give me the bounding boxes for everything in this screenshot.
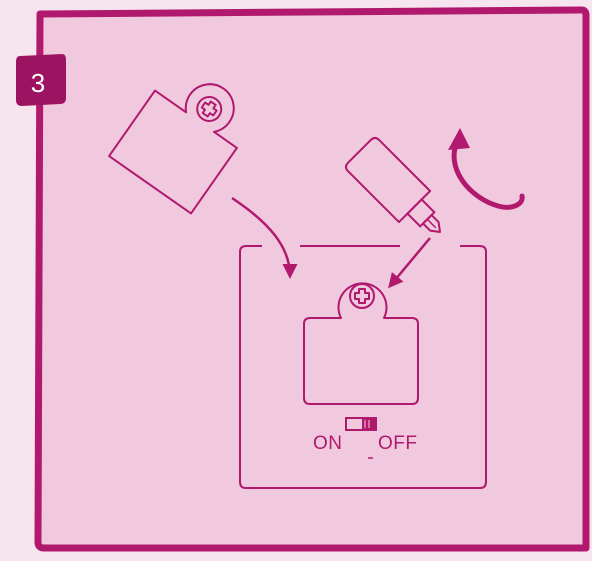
screwdriver-icon [344, 136, 441, 233]
screwdriver-arrow [388, 237, 431, 289]
power-switch [345, 417, 377, 431]
battery-cover-icon [108, 83, 238, 215]
installed-screw-icon [349, 283, 375, 309]
step-number: 3 [30, 67, 46, 98]
rotate-arrow-icon [448, 128, 525, 210]
insert-arrow [231, 196, 298, 279]
step-badge [16, 54, 66, 106]
installed-cover [303, 282, 419, 405]
switch-on-label: ON [313, 433, 343, 454]
panel-frame [34, 6, 590, 552]
screw-icon [196, 95, 223, 122]
battery-compartment [239, 245, 487, 489]
switch-off-label: OFF [378, 433, 418, 454]
